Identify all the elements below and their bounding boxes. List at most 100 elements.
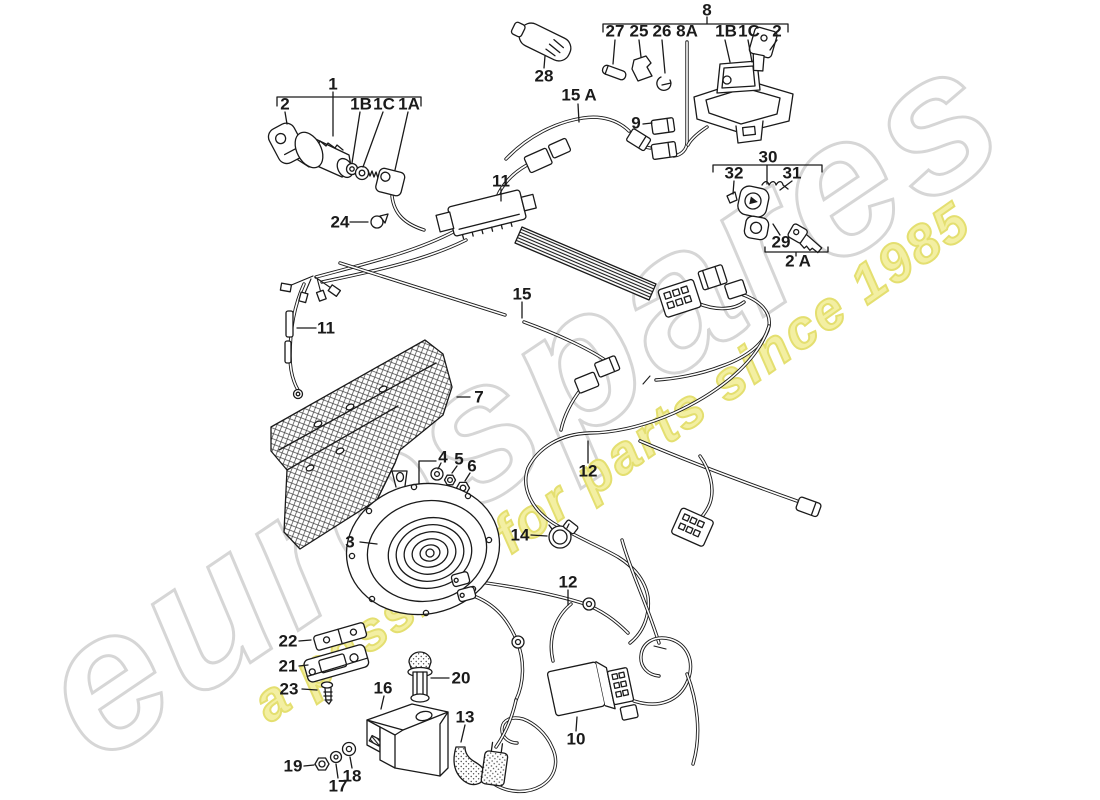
leaders-group-1 [284, 111, 409, 171]
line-art [267, 16, 829, 794]
callout-1a-14: 1A [398, 95, 420, 114]
part-23-screw [320, 681, 334, 705]
part-11-module [435, 189, 657, 301]
part-10-control-unit [546, 661, 639, 721]
callout-10-39: 10 [567, 730, 586, 749]
callout-19-40: 19 [284, 757, 303, 776]
callout-7-25: 7 [474, 388, 483, 407]
part-8-latch-assembly [693, 60, 794, 144]
callout-11-24: 11 [317, 319, 335, 338]
callout-24-20: 24 [331, 213, 350, 232]
wire-15-seg-c [559, 387, 583, 432]
callout-12-29: 12 [579, 462, 598, 481]
wire-12-diagonal [638, 439, 799, 503]
callout-28-8: 28 [535, 67, 554, 86]
wire-cluster-a [695, 300, 746, 311]
leaders-bottom-left [298, 639, 450, 710]
callout-22-33: 22 [279, 632, 298, 651]
bracket-group-2a [764, 246, 829, 257]
part-17-washer [329, 750, 343, 764]
part-26-clip [656, 76, 672, 92]
part-13-boot [453, 746, 486, 786]
wire-15-seg-a [338, 261, 507, 317]
callout-17-42: 17 [329, 777, 348, 796]
leaders-top [349, 55, 653, 223]
part-15-connector-b [574, 371, 600, 394]
annotation-lines [276, 16, 829, 779]
part-12-plug [795, 496, 822, 518]
wire-free-end [620, 538, 661, 645]
callout-5-27: 5 [454, 450, 463, 469]
wire-end-ticks [642, 375, 667, 650]
callout-13-38: 13 [456, 708, 475, 727]
part-19-nut [314, 757, 330, 771]
callout-18-41: 18 [343, 767, 362, 786]
callout-1c-13: 1C [373, 95, 395, 114]
callout-21-34: 21 [279, 657, 298, 676]
callout-30-16: 30 [759, 148, 778, 167]
part-12-plug-left-2 [456, 586, 477, 603]
part-7-insulation-panel [270, 339, 453, 550]
callout-6-28: 6 [467, 457, 476, 476]
part-32-clip [726, 191, 738, 204]
part-12-plug-left-1 [450, 571, 471, 588]
callout-9-15: 9 [631, 114, 640, 133]
callout-32-17: 32 [725, 164, 744, 183]
callout-12-32: 12 [559, 573, 578, 592]
part-2a-key [787, 223, 823, 254]
wire-10-tail [685, 672, 700, 766]
wire-12-upper [524, 324, 771, 645]
part-4-washer [430, 467, 444, 481]
leaders-mid [296, 301, 523, 398]
grommet-b [511, 635, 525, 649]
part-25-clip [631, 55, 653, 82]
part-harness-plugs [523, 137, 572, 174]
part-24-clip [370, 213, 389, 229]
bracket-group-8 [602, 16, 789, 33]
part-30-switch [737, 185, 770, 218]
part-12-connector-8pin [671, 507, 714, 547]
part-21-transmitter [303, 644, 370, 683]
callout-20-35: 20 [452, 669, 471, 688]
wire-module-fan-b [320, 238, 468, 284]
leaders-group-30 [732, 180, 793, 236]
part-28-grip [510, 21, 572, 62]
part-16-bracket [366, 703, 449, 777]
callout-2a-22: 2 A [785, 252, 811, 271]
wiring [288, 40, 799, 794]
leaders-4-5-6 [418, 460, 471, 485]
wire-latch-out [686, 125, 709, 147]
part-20-plunger [407, 651, 433, 703]
part-27-pin [601, 64, 627, 81]
part-9-connector-b [650, 141, 678, 160]
part-1-lock-cylinder [294, 131, 406, 197]
callout-8-0: 8 [702, 1, 711, 20]
callout-25-2: 25 [630, 22, 649, 41]
part-15a-plug [626, 128, 652, 152]
callout-1c-6: 1C [738, 22, 760, 41]
callout-1b-5: 1B [715, 22, 737, 41]
part-14-clamp [548, 519, 579, 549]
part-31-spring [761, 180, 789, 190]
switch-1a [375, 167, 406, 197]
part-5-nut [443, 474, 457, 486]
callout-1b-12: 1B [350, 95, 372, 114]
callout-2-7: 2 [772, 22, 781, 41]
part-harness-connector-cluster [657, 264, 748, 318]
bracket-group-30 [712, 164, 823, 185]
callout-23-37: 23 [280, 680, 299, 699]
wire-15-seg-b [522, 320, 607, 362]
callout-15-23: 15 [513, 285, 532, 304]
callout-27-1: 27 [606, 22, 625, 41]
leaders-bottom [303, 716, 578, 779]
part-22-plate [313, 622, 368, 651]
callout-14-30: 14 [511, 526, 530, 545]
callout-2-11: 2 [280, 95, 289, 114]
part-13-plug [480, 741, 509, 787]
leaders-12-14-3 [359, 440, 589, 606]
callout-3-31: 3 [345, 533, 354, 552]
part-9-connector-a [650, 117, 676, 135]
